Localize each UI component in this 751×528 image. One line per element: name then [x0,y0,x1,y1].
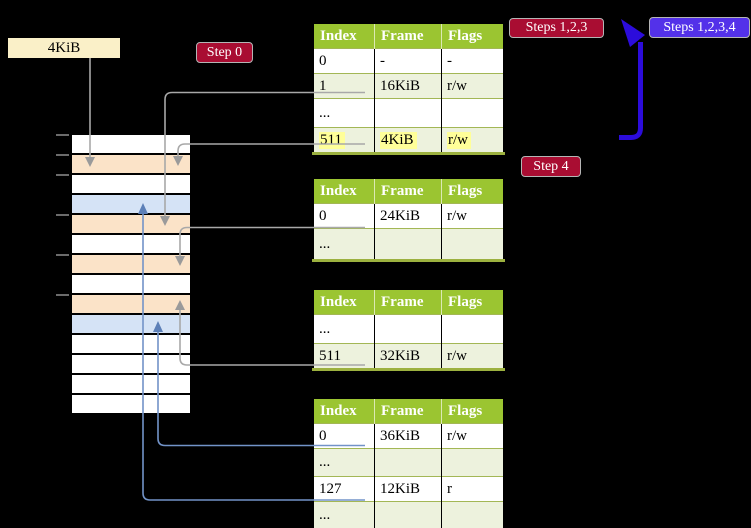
table-header-row: Index Frame Flags [313,178,504,204]
cell-flags: r/w [441,73,504,99]
cell-frame: 36KiB [374,423,442,449]
col-header-index: Index [313,23,375,49]
table-row: ... [313,501,504,528]
page-table-3: Index Frame Flags ... 511 32KiB r/w [312,288,505,371]
page-table-4: Index Frame Flags 0 36KiB r/w ... 127 12… [312,397,505,528]
cell-flags: r/w [441,343,504,370]
table-row: ... [313,314,504,344]
table-header-row: Index Frame Flags [313,398,504,424]
cell-index: 127 [313,476,375,502]
table-row: 0 - - [313,48,504,74]
memory-cell-9 [72,315,190,335]
highlight-text: 4KiB [380,131,417,149]
table-header-row: Index Frame Flags [313,23,504,49]
memory-size-label: 4KiB [8,38,120,58]
memory-address-ticks [56,134,69,296]
memory-cell-10 [72,335,190,355]
cell-flags: r/w [441,203,504,229]
cell-frame: 12KiB [374,476,442,502]
cell-flags: r/w [441,127,504,154]
badge-steps-123: Steps 1,2,3 [509,18,604,38]
cell-index: ... [313,98,375,128]
cell-frame [374,448,442,477]
memory-cell-13 [72,395,190,415]
cell-index: ... [313,314,375,344]
page-table-2: Index Frame Flags 0 24KiB r/w ... [312,177,505,262]
cell-index: 1 [313,73,375,99]
memory-cell-2 [72,175,190,195]
memory-cell-8 [72,295,190,315]
table-header-row: Index Frame Flags [313,289,504,315]
cell-flags [441,448,504,477]
memory-cell-11 [72,355,190,375]
highlight-text: r/w [447,131,471,149]
cell-flags: r/w [441,423,504,449]
memory-cell-3 [72,195,190,215]
cell-frame: 24KiB [374,203,442,229]
cell-flags [441,228,504,261]
cell-index: 0 [313,203,375,229]
arrow-steps-loop [619,42,643,140]
badge-step-0: Step 0 [196,42,253,63]
table-row: 511 32KiB r/w [313,343,504,370]
table-row: ... [313,98,504,128]
cell-frame [374,501,442,528]
cell-frame: 32KiB [374,343,442,370]
badge-step-4: Step 4 [521,156,581,177]
page-table-1: Index Frame Flags 0 - - 1 16KiB r/w ... … [312,22,505,155]
col-header-flags: Flags [441,178,504,204]
table-row: 1 16KiB r/w [313,73,504,99]
col-header-index: Index [313,178,375,204]
badge-steps-1234: Steps 1,2,3,4 [649,17,750,38]
col-header-index: Index [313,289,375,315]
arrowhead-up-left-icon [621,19,645,47]
memory-cell-12 [72,375,190,395]
col-header-frame: Frame [374,23,442,49]
cell-frame: 4KiB [374,127,442,154]
cell-index: 0 [313,48,375,74]
col-header-frame: Frame [374,398,442,424]
memory-cell-5 [72,235,190,255]
col-header-frame: Frame [374,178,442,204]
cell-index: ... [313,501,375,528]
memory-cell-6 [72,255,190,275]
cell-index: 511 [313,343,375,370]
cell-flags [441,98,504,128]
cell-frame [374,228,442,261]
table-row: ... [313,228,504,261]
cell-frame: 16KiB [374,73,442,99]
cell-frame [374,314,442,344]
cell-flags [441,314,504,344]
table-row: 0 24KiB r/w [313,203,504,229]
table-row: 0 36KiB r/w [313,423,504,449]
table-row: 127 12KiB r [313,476,504,502]
cell-index: 0 [313,423,375,449]
cell-frame [374,98,442,128]
cell-flags [441,501,504,528]
cell-index: ... [313,228,375,261]
memory-cell-1 [72,155,190,175]
cell-index: 511 [313,127,375,154]
cell-index: ... [313,448,375,477]
memory-cell-0 [72,135,190,155]
table-row-highlighted: 511 4KiB r/w [313,127,504,154]
physical-memory-stack [70,133,192,415]
col-header-flags: Flags [441,398,504,424]
cell-flags: r [441,476,504,502]
cell-flags: - [441,48,504,74]
col-header-index: Index [313,398,375,424]
col-header-flags: Flags [441,23,504,49]
col-header-frame: Frame [374,289,442,315]
highlight-text: 511 [319,131,345,149]
table-row: ... [313,448,504,477]
memory-cell-4 [72,215,190,235]
memory-cell-7 [72,275,190,295]
cell-frame: - [374,48,442,74]
col-header-flags: Flags [441,289,504,315]
